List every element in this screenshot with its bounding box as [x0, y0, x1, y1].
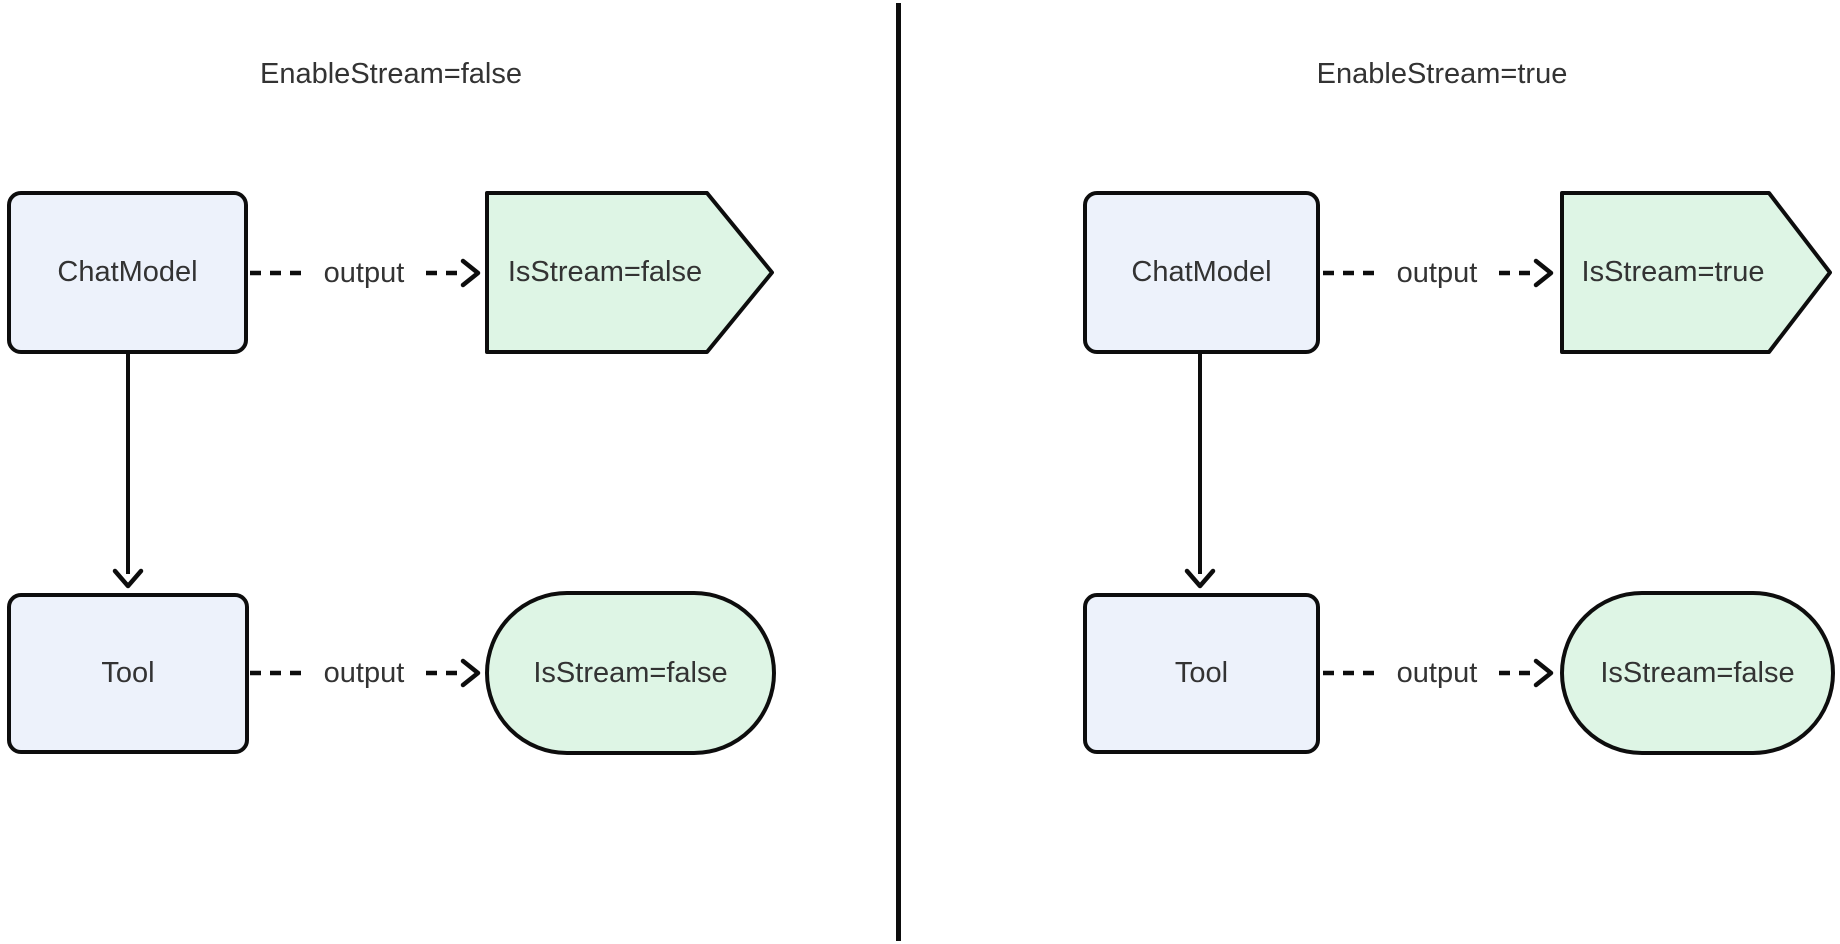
arrowhead-down-icon	[1184, 568, 1216, 589]
tool-output-node: IsStream=false	[1560, 591, 1835, 755]
arrowhead-down-icon	[112, 568, 144, 589]
dashed-arrow-icon	[425, 658, 481, 688]
edge-label: output	[323, 256, 405, 289]
dashed-arrow-icon	[1498, 258, 1554, 288]
chatmodel-to-tool-edge	[1198, 354, 1202, 574]
tool-output-label: IsStream=false	[1600, 656, 1795, 689]
chatmodel-label: ChatModel	[1131, 256, 1272, 288]
panel-title: EnableStream=true	[1316, 58, 1568, 90]
dashed-line-icon	[1323, 670, 1375, 676]
output-edge: output	[1322, 256, 1556, 290]
pentagon-shape-icon	[1560, 191, 1832, 354]
pentagon-shape-icon	[485, 191, 774, 354]
dashed-arrow-icon	[425, 258, 481, 288]
model-output-node: IsStream=true	[1560, 191, 1833, 354]
panel-divider	[896, 3, 901, 941]
output-edge: output	[1322, 656, 1556, 690]
chatmodel-node: ChatModel	[7, 191, 248, 354]
chatmodel-node: ChatModel	[1083, 191, 1320, 354]
edge-label: output	[1396, 656, 1478, 689]
tool-label: Tool	[1174, 657, 1229, 689]
tool-label: Tool	[101, 657, 155, 689]
tool-output-node: IsStream=false	[485, 591, 776, 755]
panel-title: EnableStream=false	[260, 58, 522, 90]
chatmodel-to-tool-edge	[126, 354, 130, 574]
edge-label: output	[1396, 256, 1478, 289]
tool-node: Tool	[1083, 593, 1320, 754]
model-output-label: IsStream=true	[1581, 256, 1765, 288]
edge-label: output	[323, 656, 405, 689]
dashed-line-icon	[250, 670, 302, 676]
tool-node: Tool	[7, 593, 249, 754]
output-edge: output	[249, 256, 483, 290]
model-output-node: IsStream=false	[485, 191, 775, 354]
output-edge: output	[249, 656, 483, 690]
dashed-line-icon	[1323, 270, 1375, 276]
dashed-line-icon	[250, 270, 302, 276]
tool-output-label: IsStream=false	[533, 656, 728, 689]
dashed-arrow-icon	[1498, 658, 1554, 688]
chatmodel-label: ChatModel	[57, 256, 198, 288]
model-output-label: IsStream=false	[507, 256, 703, 288]
